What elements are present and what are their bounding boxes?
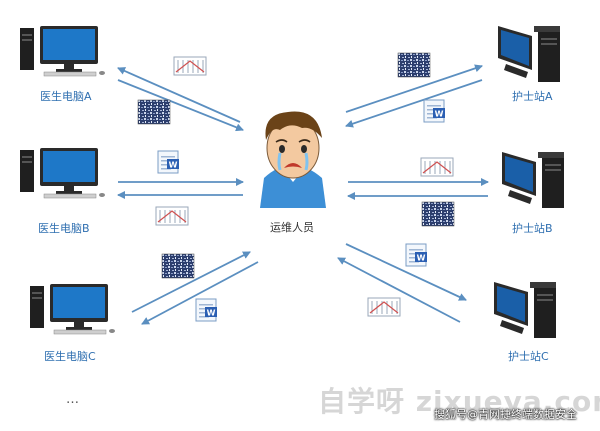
chart-file-icon <box>420 157 454 177</box>
arrow-doctor-c-to-center <box>131 251 251 313</box>
encrypted-file-icon <box>137 99 171 125</box>
encrypted-file-icon <box>161 253 195 279</box>
nurse-station-b-label: 护士站B <box>512 222 553 235</box>
chart-file-icon <box>173 56 207 76</box>
arrow-center-to-doctor-c <box>141 261 259 325</box>
doctor-computer-c-icon <box>29 283 116 335</box>
doctor-computer-a-label: 医生电脑A <box>40 90 92 103</box>
watermark-credit: 搜狐号@青网捷终端数据安全 <box>434 408 577 421</box>
word-document-icon <box>157 150 180 174</box>
watermark-site: 自学呀 zixueya.com <box>318 385 600 418</box>
more-devices-ellipsis: … <box>66 392 80 407</box>
word-document-icon <box>405 243 428 267</box>
doctor-computer-b-icon <box>19 147 106 199</box>
encrypted-file-icon <box>421 201 455 227</box>
arrow-doctor-a-to-center <box>117 79 244 132</box>
arrow-nurse-a-to-center <box>345 79 483 128</box>
arrow-center-to-nurse-a <box>345 64 483 113</box>
arrow-nurse-c-to-center <box>337 257 461 323</box>
doctor-computer-a-icon <box>19 25 106 77</box>
chart-file-icon <box>155 206 189 226</box>
nurse-station-c-label: 护士站C <box>508 350 549 363</box>
word-document-icon <box>195 298 218 322</box>
nurse-station-c-icon <box>494 282 556 338</box>
nurse-station-a-label: 护士站A <box>512 90 553 103</box>
chart-file-icon <box>367 297 401 317</box>
doctor-computer-c-label: 医生电脑C <box>44 350 96 363</box>
arrow-center-to-nurse-c <box>345 243 467 301</box>
maintenance-person-label: 运维人员 <box>270 221 314 234</box>
nurse-station-a-icon <box>498 26 560 82</box>
maintenance-person-icon <box>260 111 326 208</box>
encrypted-file-icon <box>397 52 431 78</box>
doctor-computer-b-label: 医生电脑B <box>38 222 90 235</box>
nurse-station-b-icon <box>502 152 564 208</box>
word-document-icon <box>423 99 446 123</box>
arrow-center-to-doctor-a <box>117 67 241 123</box>
